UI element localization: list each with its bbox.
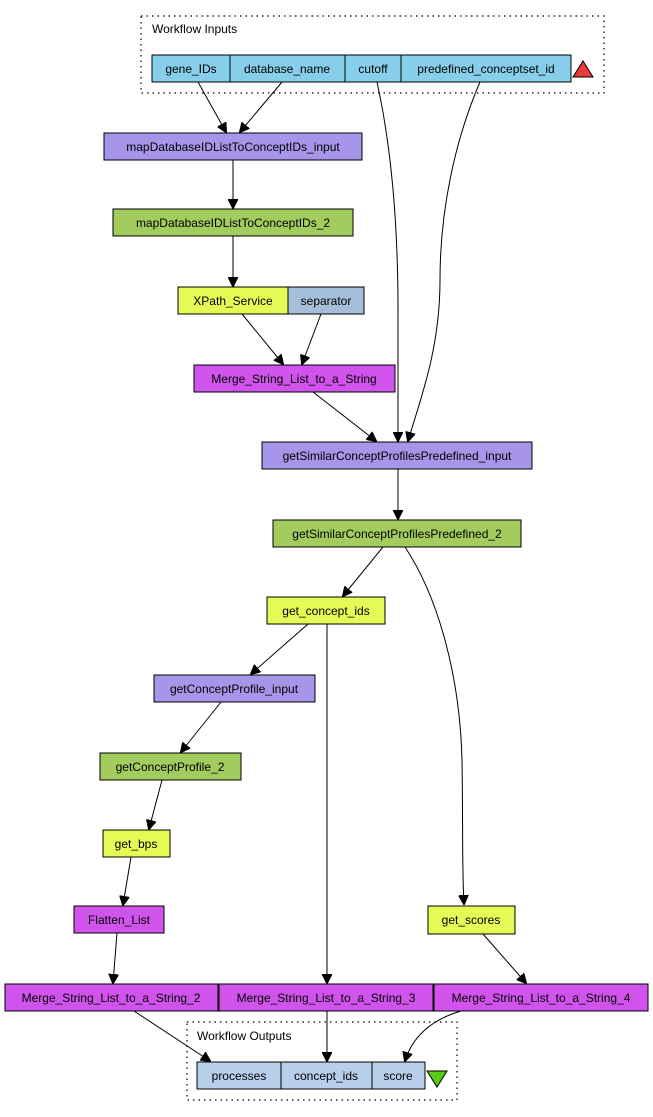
node-merge-4[interactable]: Merge_String_List_to_a_String_4	[433, 983, 649, 1012]
node-profile-service[interactable]: getConceptProfile_2	[99, 752, 242, 781]
input-database-name[interactable]: database_name	[229, 54, 346, 83]
input-gene-ids[interactable]: gene_IDs	[151, 54, 231, 83]
svg-text:Merge_String_List_to_a_String_: Merge_String_List_to_a_String_4	[452, 991, 631, 1005]
svg-text:getConceptProfile_input: getConceptProfile_input	[170, 682, 299, 696]
edge-conceptset-to-similar-input	[408, 81, 481, 441]
svg-text:concept_ids: concept_ids	[294, 1069, 358, 1083]
edge-xpath-to-merge-1	[241, 313, 283, 364]
output-score[interactable]: score	[371, 1061, 426, 1090]
svg-text:getConceptProfile_2: getConceptProfile_2	[116, 760, 225, 774]
input-predefined-conceptset-id[interactable]: predefined_conceptset_id	[400, 54, 572, 83]
edge-flatten-to-merge-2	[113, 932, 117, 983]
svg-text:Merge_String_List_to_a_String_: Merge_String_List_to_a_String_3	[237, 991, 416, 1005]
svg-text:getSimilarConceptProfilesPrede: getSimilarConceptProfilesPredefined_2	[292, 527, 502, 541]
edge-scores-to-merge-4	[482, 933, 526, 983]
edge-profile-input-to-profile-service	[181, 701, 222, 752]
input-cutoff[interactable]: cutoff	[344, 54, 402, 83]
node-profile-input[interactable]: getConceptProfile_input	[153, 674, 316, 703]
svg-text:score: score	[383, 1069, 413, 1083]
node-similar-input[interactable]: getSimilarConceptProfilesPredefined_inpu…	[261, 441, 533, 470]
node-get-concept-ids[interactable]: get_concept_ids	[266, 596, 386, 625]
svg-text:mapDatabaseIDListToConceptIDs_: mapDatabaseIDListToConceptIDs_input	[126, 140, 340, 154]
output-concept-ids[interactable]: concept_ids	[280, 1061, 373, 1090]
svg-text:Flatten_List: Flatten_List	[88, 913, 151, 927]
svg-text:predefined_conceptset_id: predefined_conceptset_id	[417, 62, 554, 76]
edge-database-name-to-map-input	[240, 81, 283, 132]
workflow-outputs-cluster: Workflow Outputs processes concept_ids s…	[186, 1021, 458, 1101]
edge-merge-2-to-processes	[133, 1010, 210, 1061]
node-separator[interactable]: separator	[287, 286, 365, 315]
svg-text:XPath_Service: XPath_Service	[193, 294, 273, 308]
workflow-inputs-cluster: Workflow Inputs gene_IDs database_name c…	[140, 15, 605, 94]
svg-text:database_name: database_name	[244, 62, 330, 76]
svg-text:get_concept_ids: get_concept_ids	[282, 604, 369, 618]
output-processes[interactable]: processes	[196, 1061, 282, 1090]
edges	[113, 81, 526, 1061]
svg-text:mapDatabaseIDListToConceptIDs_: mapDatabaseIDListToConceptIDs_2	[136, 216, 330, 230]
node-map-service[interactable]: mapDatabaseIDListToConceptIDs_2	[112, 208, 354, 237]
edge-concept-ids-to-profile-input	[251, 623, 309, 674]
svg-text:get_bps: get_bps	[115, 837, 158, 851]
collapse-up-triangle-icon[interactable]	[572, 60, 594, 78]
workflow-inputs-title: Workflow Inputs	[152, 22, 237, 36]
edge-cutoff-to-similar-input	[376, 81, 398, 441]
svg-text:Merge_String_List_to_a_String_: Merge_String_List_to_a_String_2	[22, 991, 201, 1005]
edge-profile-service-to-bps	[149, 779, 163, 829]
node-get-scores[interactable]: get_scores	[427, 905, 516, 935]
edge-merge-1-to-similar-input	[312, 391, 376, 441]
svg-text:processes: processes	[212, 1069, 267, 1083]
edge-merge-4-to-score	[405, 1010, 462, 1061]
edge-separator-to-merge-1	[302, 313, 322, 364]
node-merge-2[interactable]: Merge_String_List_to_a_String_2	[4, 983, 219, 1012]
edge-gene-ids-to-map-input	[197, 81, 226, 132]
workflow-outputs-title: Workflow Outputs	[197, 1029, 291, 1043]
svg-text:separator: separator	[301, 294, 352, 308]
node-get-bps[interactable]: get_bps	[102, 829, 171, 858]
edge-similar-service-to-concept-ids	[343, 546, 384, 596]
svg-text:cutoff: cutoff	[358, 62, 388, 76]
edge-similar-service-to-scores	[404, 546, 464, 904]
svg-text:Merge_String_List_to_a_String: Merge_String_List_to_a_String	[211, 372, 376, 386]
node-similar-service[interactable]: getSimilarConceptProfilesPredefined_2	[272, 519, 522, 548]
svg-text:gene_IDs: gene_IDs	[165, 62, 216, 76]
expand-down-triangle-icon[interactable]	[426, 1070, 448, 1088]
svg-text:getSimilarConceptProfilesPrede: getSimilarConceptProfilesPredefined_inpu…	[283, 449, 512, 463]
node-map-input[interactable]: mapDatabaseIDListToConceptIDs_input	[103, 132, 363, 161]
svg-text:get_scores: get_scores	[442, 913, 501, 927]
node-merge-3[interactable]: Merge_String_List_to_a_String_3	[218, 983, 434, 1012]
node-xpath-service[interactable]: XPath_Service	[177, 286, 289, 315]
node-merge-1[interactable]: Merge_String_List_to_a_String	[193, 364, 396, 393]
node-flatten-list[interactable]: Flatten_List	[73, 905, 165, 934]
edge-bps-to-flatten	[123, 856, 132, 905]
